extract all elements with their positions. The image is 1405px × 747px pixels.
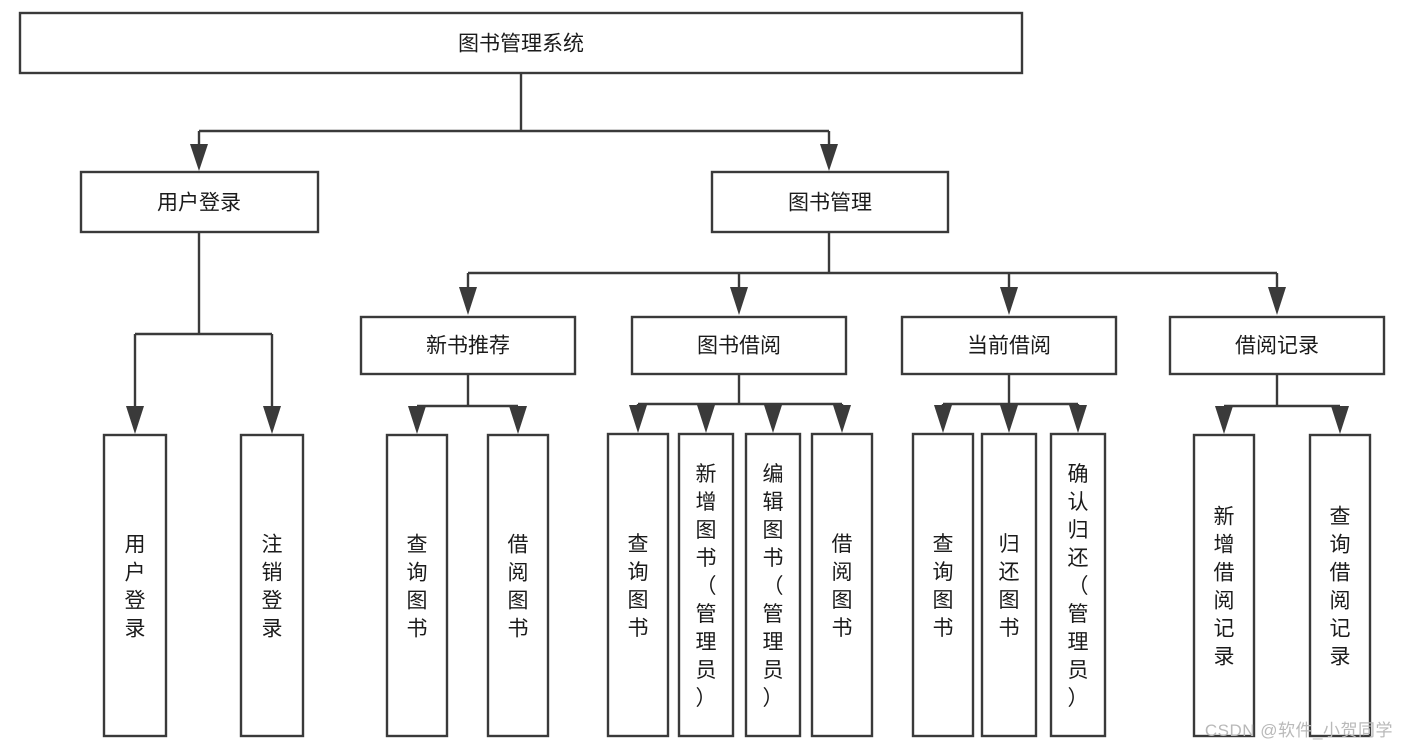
leaf-recommend-query-book-box[interactable] xyxy=(385,433,449,738)
arrow-to-leaf-borrow-query xyxy=(629,405,647,433)
node-new-book-recommend-label: 新书推荐 xyxy=(426,335,510,358)
leaf-borrow-edit-book[interactable]: 编辑图书（管理员） xyxy=(744,432,802,738)
node-book-borrow-label: 图书借阅 xyxy=(697,335,781,358)
node-book-management-label: 图书管理 xyxy=(788,192,872,215)
leaf-borrow-query-book[interactable]: 查询图书 xyxy=(606,432,670,738)
node-book-management[interactable]: 图书管理 xyxy=(710,170,950,234)
leaf-recommend-query-book[interactable]: 查询图书 xyxy=(385,433,449,738)
leaf-current-confirm-return-label: 确认归还（管理员） xyxy=(1068,463,1089,710)
leaf-borrow-add-book-label: 新增图书（管理员） xyxy=(696,463,717,710)
arrow-to-leaf-recommend-borrow xyxy=(509,406,527,434)
leaf-current-query-book-box[interactable] xyxy=(911,432,975,738)
leaf-record-add-label: 新增借阅记录 xyxy=(1214,505,1235,668)
connector-layer xyxy=(126,73,1349,434)
leaf-current-return-book-box[interactable] xyxy=(980,432,1038,738)
leaf-user-login-box[interactable] xyxy=(102,433,168,738)
node-current-borrow-box[interactable] xyxy=(900,315,1118,376)
arrow-to-leaf-current-confirm xyxy=(1069,405,1087,433)
leaf-record-query[interactable]: 查询借阅记录 xyxy=(1308,433,1372,738)
leaf-record-add[interactable]: 新增借阅记录 xyxy=(1192,433,1256,738)
leaf-borrow-edit-book-box[interactable] xyxy=(744,432,802,738)
arrow-to-leaf-borrow-add xyxy=(697,405,715,433)
leaf-borrow-add-book-box[interactable] xyxy=(677,432,735,738)
leaf-current-return-book[interactable]: 归还图书 xyxy=(980,432,1038,738)
leaf-current-confirm-return-box[interactable] xyxy=(1049,432,1107,738)
node-borrow-record-box[interactable] xyxy=(1168,315,1386,376)
node-book-borrow[interactable]: 图书借阅 xyxy=(630,315,848,376)
leaf-user-login-label: 用户登录 xyxy=(125,533,146,640)
node-borrow-record[interactable]: 借阅记录 xyxy=(1168,315,1386,376)
leaf-borrow-lend-book-box[interactable] xyxy=(810,432,874,738)
leaf-logout-box[interactable] xyxy=(239,433,305,738)
arrow-to-leaf-current-query xyxy=(934,405,952,433)
arrow-to-borrow-record xyxy=(1268,287,1286,315)
node-root-label: 图书管理系统 xyxy=(458,33,584,56)
arrow-to-leaf-record-add xyxy=(1215,406,1233,434)
node-new-book-recommend-box[interactable] xyxy=(359,315,577,376)
leaf-logout[interactable]: 注销登录 xyxy=(239,433,305,738)
leaf-borrow-add-book[interactable]: 新增图书（管理员） xyxy=(677,432,735,738)
node-current-borrow-label: 当前借阅 xyxy=(967,335,1051,358)
leaf-borrow-edit-book-label: 编辑图书（管理员） xyxy=(763,463,784,710)
node-borrow-record-label: 借阅记录 xyxy=(1235,335,1319,358)
node-user-login[interactable]: 用户登录 xyxy=(79,170,320,234)
arrow-to-book-mgmt xyxy=(820,144,838,171)
leaf-record-query-label: 查询借阅记录 xyxy=(1330,505,1351,668)
node-book-borrow-box[interactable] xyxy=(630,315,848,376)
leaf-borrow-query-book-label: 查询图书 xyxy=(628,533,649,640)
arrow-to-leaf-user-login xyxy=(126,406,144,434)
node-root-box[interactable] xyxy=(18,11,1024,75)
arrow-to-book-borrow xyxy=(730,287,748,315)
arrow-to-leaf-recommend-query xyxy=(408,406,426,434)
leaf-current-return-book-label: 归还图书 xyxy=(999,533,1020,640)
leaf-logout-label: 注销登录 xyxy=(262,533,283,640)
arrow-to-leaf-logout xyxy=(263,406,281,434)
leaf-borrow-query-book-box[interactable] xyxy=(606,432,670,738)
arrow-to-current-borrow xyxy=(1000,287,1018,315)
node-current-borrow[interactable]: 当前借阅 xyxy=(900,315,1118,376)
leaf-current-query-book[interactable]: 查询图书 xyxy=(911,432,975,738)
node-user-login-box[interactable] xyxy=(79,170,320,234)
leaf-borrow-lend-book-label: 借阅图书 xyxy=(832,533,853,640)
arrow-to-new-book-recommend xyxy=(459,287,477,315)
arrow-to-leaf-borrow-edit xyxy=(764,405,782,433)
arrow-to-leaf-record-query xyxy=(1331,406,1349,434)
leaf-recommend-borrow-book[interactable]: 借阅图书 xyxy=(486,433,550,738)
node-user-login-label: 用户登录 xyxy=(157,192,241,215)
leaf-recommend-borrow-book-label: 借阅图书 xyxy=(508,533,529,640)
leaf-user-login[interactable]: 用户登录 xyxy=(102,433,168,738)
node-new-book-recommend[interactable]: 新书推荐 xyxy=(359,315,577,376)
leaf-recommend-borrow-book-box[interactable] xyxy=(486,433,550,738)
leaf-borrow-lend-book[interactable]: 借阅图书 xyxy=(810,432,874,738)
node-root[interactable]: 图书管理系统 xyxy=(18,11,1024,75)
leaf-current-confirm-return[interactable]: 确认归还（管理员） xyxy=(1049,432,1107,738)
arrow-to-leaf-borrow-lend xyxy=(833,405,851,433)
leaf-record-add-box[interactable] xyxy=(1192,433,1256,738)
leaf-current-query-book-label: 查询图书 xyxy=(933,533,954,640)
node-book-management-box[interactable] xyxy=(710,170,950,234)
leaf-record-query-box[interactable] xyxy=(1308,433,1372,738)
leaf-recommend-query-book-label: 查询图书 xyxy=(407,533,428,640)
arrow-to-user-login xyxy=(190,144,208,171)
arrow-to-leaf-current-return xyxy=(1000,405,1018,433)
